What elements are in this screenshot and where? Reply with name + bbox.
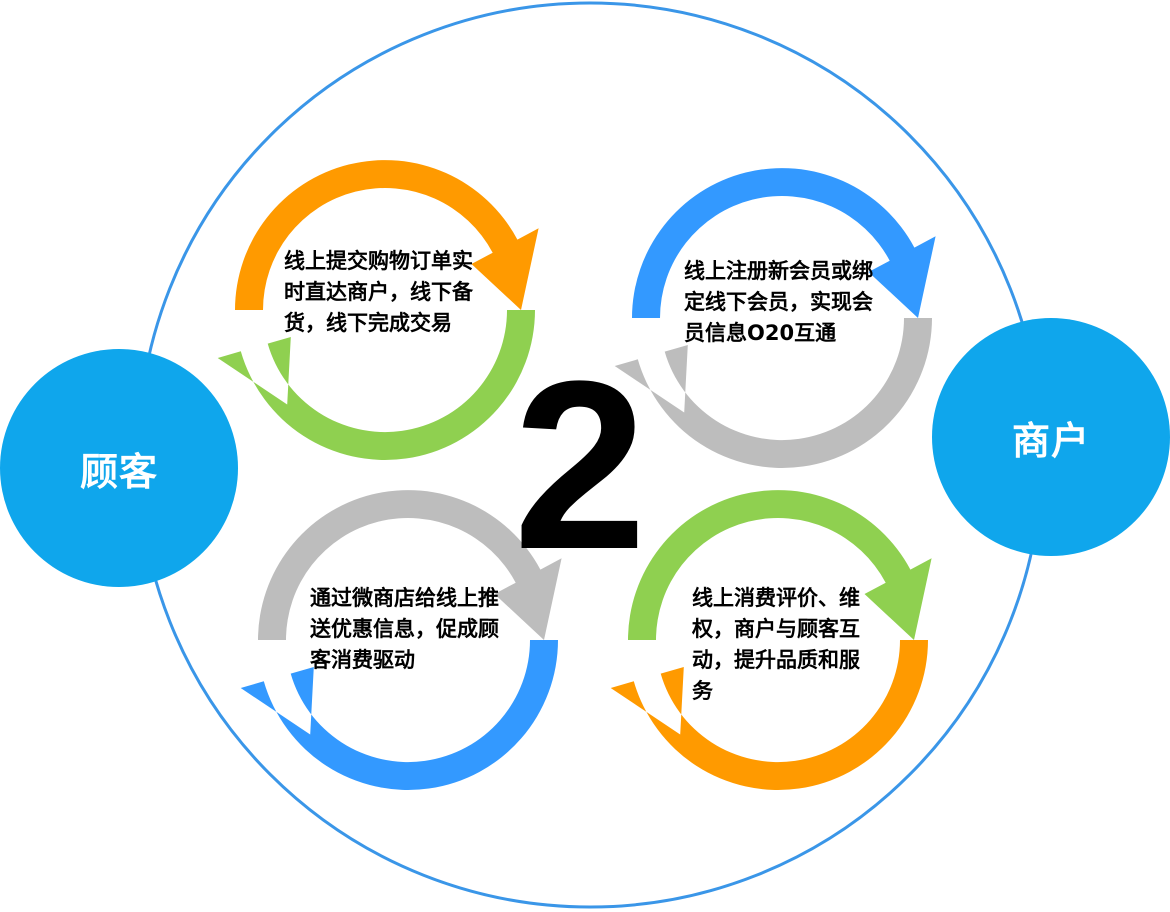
cycle-arrow-top-right-lower <box>614 318 932 468</box>
cycle-arrow-bottom-left-upper <box>258 490 562 640</box>
merchant-node: 商户 <box>932 318 1170 556</box>
cycle-text-top-right: 线上注册新会员或绑定线下会员，实现会员信息O20互通 <box>684 259 873 345</box>
cycle-arrow-bottom-right-lower <box>610 640 928 790</box>
cycle-text-bottom-right: 线上消费评价、维权，商户与顾客互动，提升品质和服务 <box>692 586 860 703</box>
cycle-arrow-bottom-right-upper <box>628 490 932 640</box>
cycle-arrow-top-left-upper <box>235 160 539 310</box>
merchant-label: 商户 <box>1011 418 1090 463</box>
customer-label: 顾客 <box>79 449 158 494</box>
customer-node: 顾客 <box>0 349 238 587</box>
cycle-arrow-top-right-upper <box>632 168 936 318</box>
cycle-arrows <box>217 160 936 790</box>
cycle-arrow-top-left-lower <box>217 310 535 460</box>
cycle-text-bottom-left: 通过微商店给线上推送优惠信息，促成顾客消费驱动 <box>310 586 499 672</box>
center-number: 2 <box>513 331 647 599</box>
cycle-arrow-bottom-left-lower <box>240 640 558 790</box>
cycle-text-top-left: 线上提交购物订单实时直达商户，线下备货，线下完成交易 <box>284 249 473 335</box>
